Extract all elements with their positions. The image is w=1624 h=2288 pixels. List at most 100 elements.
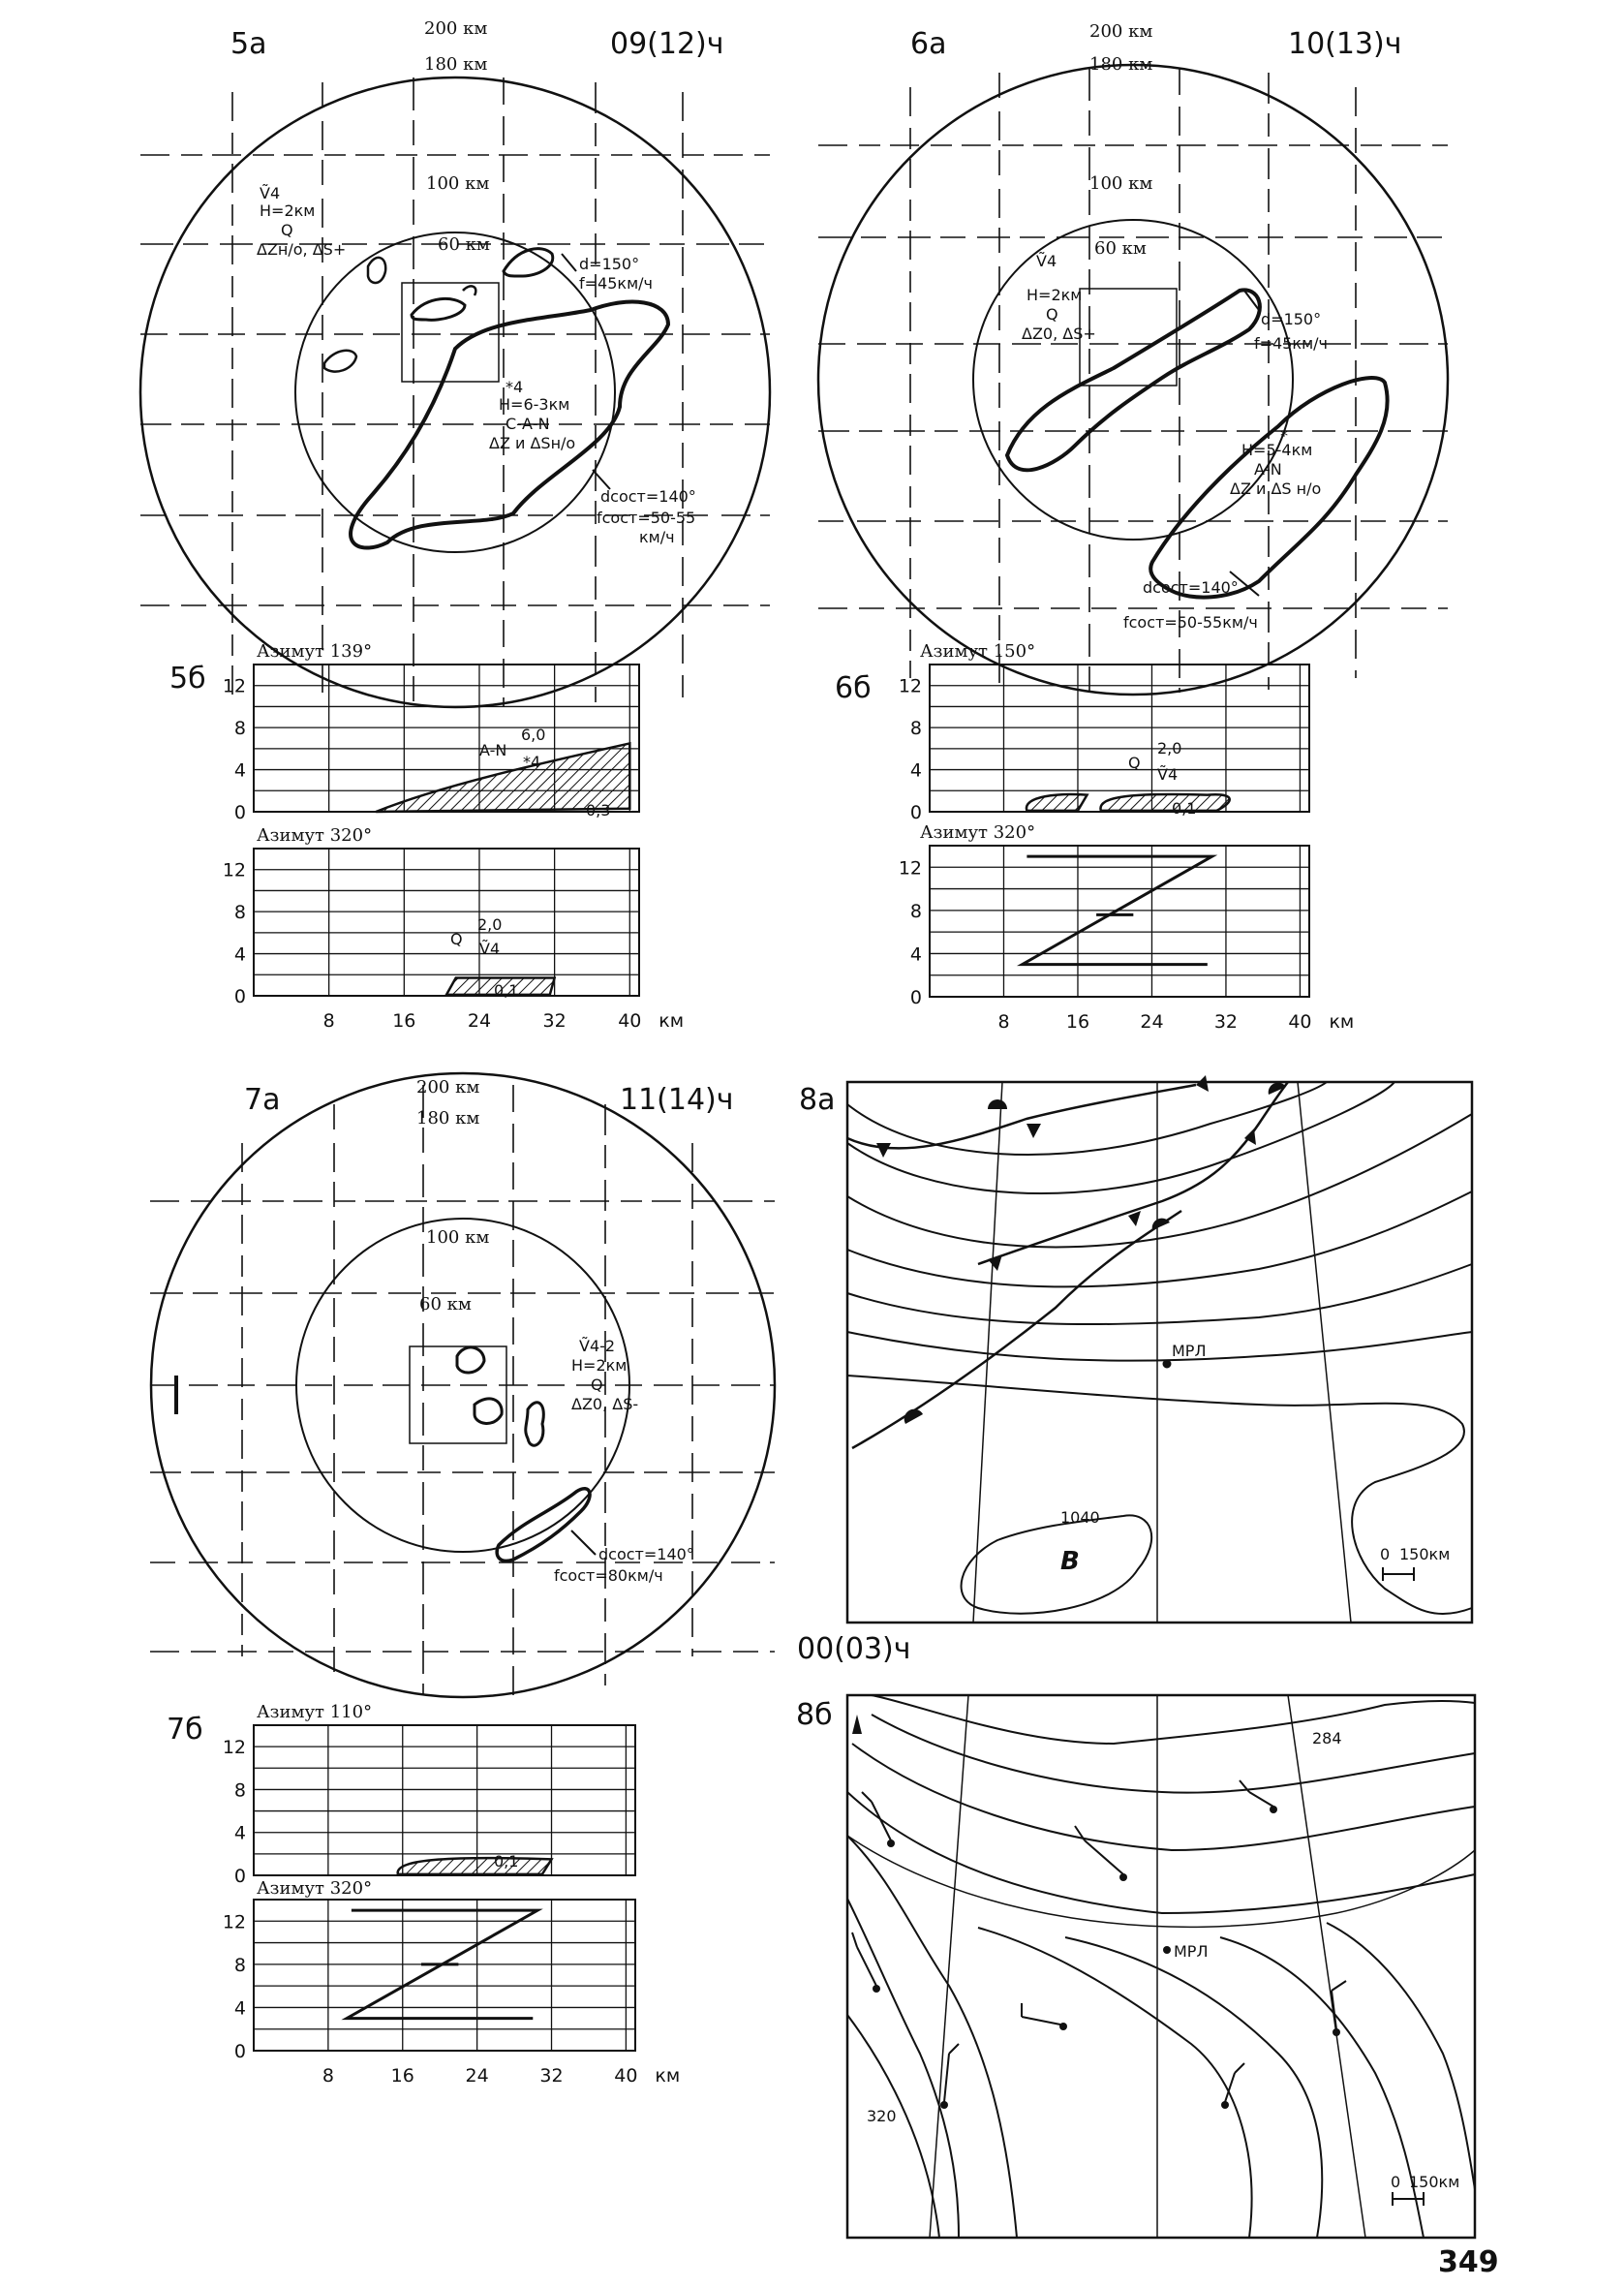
y-tick-label: 12 (223, 676, 246, 697)
y-tick-label: 0 (234, 986, 246, 1007)
y-tick-label: 0 (234, 802, 246, 823)
svg-text:Н=2км: Н=2км (571, 1356, 627, 1375)
y-tick-label: 8 (910, 718, 922, 739)
svg-text:ΔZ и ΔS н/о: ΔZ и ΔS н/о (1230, 479, 1321, 498)
meridians (929, 1694, 1366, 2239)
echo-note: Q 2,0 Ṽ4 0,1 (1128, 739, 1196, 818)
profile-title: Азимут 320° (920, 822, 1035, 843)
inner-square (1079, 288, 1178, 386)
svg-text:0,1: 0,1 (1172, 799, 1196, 818)
echo-band-1 (1004, 288, 1262, 473)
svg-text:dсост=140°: dсост=140° (1143, 578, 1239, 597)
echo-profile (444, 976, 557, 997)
time-label: 10(13)ч (1288, 27, 1401, 61)
high-pressure-label: В (1060, 1547, 1080, 1576)
svg-text:0,1: 0,1 (494, 981, 518, 1000)
radar-panel-7a (149, 1071, 777, 1699)
x-tick-label: 24 (466, 2065, 489, 2087)
y-tick-label: 8 (234, 1779, 246, 1801)
grid-lines (140, 77, 770, 707)
motion-arrow (592, 469, 611, 490)
ring-label-200: 200 км (416, 1077, 479, 1098)
time-label: 09(12)ч (610, 27, 723, 61)
panel-label: 7а (244, 1083, 280, 1117)
motion-arrow (561, 253, 577, 272)
scale-label: 0 (1391, 2173, 1400, 2191)
y-tick-label: 12 (223, 1911, 246, 1932)
y-tick-label: 12 (899, 676, 922, 697)
svg-text:С-А-N: С-А-N (506, 415, 550, 433)
echo-profile (1099, 792, 1231, 813)
profile-title: Азимут 150° (920, 641, 1035, 662)
svg-text:Q: Q (450, 930, 463, 948)
time-label: 11(14)ч (620, 1083, 733, 1117)
echo-note: A-N 6,0 *4 0,3 (479, 726, 610, 819)
x-tick-label: 24 (1140, 1011, 1163, 1033)
no-echo-mark (1016, 854, 1218, 967)
y-tick-label: 4 (234, 1823, 246, 1844)
profile-frame (929, 845, 1310, 998)
svg-text:d=150°: d=150° (579, 255, 639, 273)
ring-label-60: 60 км (1094, 238, 1147, 259)
y-tick-label: 0 (234, 2041, 246, 2062)
y-tick-label: 4 (234, 944, 246, 966)
front-warm (846, 1083, 1197, 1150)
x-tick-label: 16 (392, 1010, 415, 1032)
svg-text:Q: Q (1128, 754, 1141, 772)
front-cold (851, 1209, 1182, 1450)
svg-text:f=45км/ч: f=45км/ч (579, 274, 653, 293)
radar-panel-6a (816, 63, 1450, 696)
annotation-center: * Н=5-4км А-N ΔZ и ΔS н/о (1230, 426, 1321, 498)
map-frame (845, 1693, 1477, 2240)
station-dots (873, 1806, 1340, 2109)
isobars (846, 1081, 1473, 1616)
scale-label: 150км (1409, 2173, 1459, 2191)
profile-title: Азимут 320° (257, 825, 372, 846)
page-number: 349 (1438, 2245, 1499, 2279)
x-tick-label: 32 (539, 2065, 563, 2087)
synoptic-map-8b (845, 1693, 1477, 2240)
grid-lines (150, 1085, 775, 1695)
annotation-center: *4 Н=6-3км С-А-N ΔZ и ΔSн/о (489, 378, 575, 452)
svg-text:fсост=80км/ч: fсост=80км/ч (554, 1566, 663, 1585)
echo-profile (1025, 792, 1089, 813)
range-ring-100 (972, 219, 1294, 541)
annotation-se: dсост=140° fсост=80км/ч (554, 1545, 694, 1585)
x-tick-label: 40 (618, 1010, 641, 1032)
echo-note: Q 2,0 Ṽ4 0,1 (450, 915, 518, 1000)
echo-n4 (322, 349, 358, 373)
annotation-ne: d=150° f=45км/ч (579, 255, 653, 293)
annotation-nw: Ṽ4 Н=2км Q ΔZ0, ΔS+ (1022, 252, 1096, 343)
ring-label-200: 200 км (1089, 21, 1152, 42)
latitude-arc (846, 1835, 1476, 1929)
range-ring-200 (816, 63, 1450, 696)
echo-main (349, 299, 671, 550)
isohypse-label: 284 (1312, 1729, 1342, 1747)
svg-text:0,1: 0,1 (494, 1852, 518, 1871)
y-tick-label: 8 (234, 1955, 246, 1976)
panel-label: 8а (799, 1083, 835, 1117)
svg-text:Н=5-4км: Н=5-4км (1241, 441, 1312, 459)
svg-text:Ṽ4: Ṽ4 (479, 940, 500, 958)
ring-label-180: 180 км (416, 1108, 479, 1129)
x-tick-label: 8 (323, 1010, 335, 1032)
svg-text:0,3: 0,3 (586, 801, 610, 819)
svg-text:6,0: 6,0 (521, 726, 545, 744)
radar-panel-5a (138, 76, 772, 709)
isohypse-label: 320 (867, 2107, 897, 2125)
svg-text:Н=6-3км: Н=6-3км (499, 395, 569, 414)
x-tick-label: 16 (1066, 1011, 1089, 1033)
svg-text:A-N: A-N (479, 741, 506, 759)
echo-n3 (366, 256, 387, 285)
svg-text:Н=2км: Н=2км (1026, 286, 1082, 304)
x-tick-label: 24 (468, 1010, 491, 1032)
svg-text:*: * (1280, 426, 1288, 445)
svg-text:dсост=140°: dсост=140° (600, 487, 696, 506)
profile-title: Азимут 139° (257, 641, 372, 662)
inner-square (409, 1345, 507, 1444)
